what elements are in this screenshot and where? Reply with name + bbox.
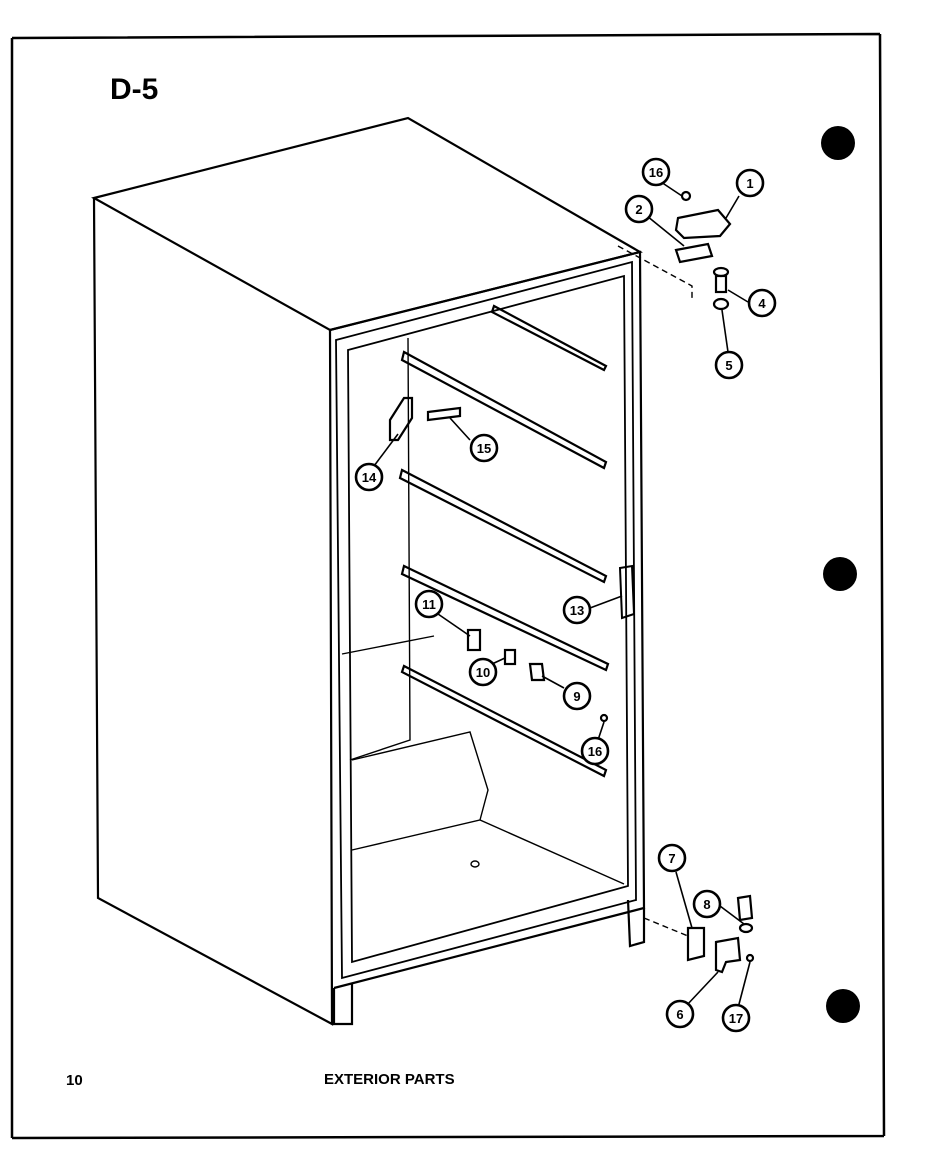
- callout-13: 13: [562, 595, 592, 625]
- part-9-stop: [528, 662, 546, 682]
- callout-6: 6: [665, 999, 695, 1029]
- callouts: 1 2 16 4 5 15 14 13 11 10 9 16 7 8 6 17: [354, 157, 777, 1033]
- part-14-bracket: [388, 396, 414, 442]
- callout-2: 2: [624, 194, 654, 224]
- callout-10: 10: [468, 657, 498, 687]
- part-5-spacer: [712, 297, 730, 311]
- binder-hole-top: [821, 126, 855, 160]
- callout-16-upper: 16: [641, 157, 671, 187]
- svg-text:8: 8: [703, 897, 710, 912]
- cabinet-base-left: [332, 984, 354, 1026]
- cabinet-base-right: [626, 899, 646, 948]
- svg-text:16: 16: [649, 165, 663, 180]
- binder-hole-middle: [823, 557, 857, 591]
- svg-text:14: 14: [362, 470, 377, 485]
- svg-text:1: 1: [746, 176, 753, 191]
- svg-text:4: 4: [758, 296, 766, 311]
- part-16-screw-lower: [599, 713, 609, 723]
- shelf-rails: [398, 304, 610, 778]
- callout-7: 7: [657, 843, 687, 873]
- cabinet-top: [91, 116, 643, 332]
- callout-5: 5: [714, 350, 744, 380]
- shelf-rail-2: [400, 350, 608, 470]
- part-4-washer: [712, 266, 730, 278]
- page-number: 10: [66, 1072, 83, 1089]
- callout-15: 15: [469, 433, 499, 463]
- part-15-clip: [426, 406, 462, 422]
- callout-14: 14: [354, 462, 384, 492]
- shelf-rail-4: [400, 564, 610, 672]
- callout-4: 4: [747, 288, 777, 318]
- refrigerator-cabinet: [91, 116, 646, 1026]
- part-11-bracket: [466, 628, 482, 652]
- svg-text:13: 13: [570, 603, 584, 618]
- part-2-hinge-shim: [674, 242, 714, 264]
- svg-text:2: 2: [635, 202, 642, 217]
- part-13-door-stop: [618, 564, 636, 620]
- cabinet-left-side: [92, 197, 334, 1026]
- binder-hole-bottom: [826, 989, 860, 1023]
- svg-text:5: 5: [725, 358, 732, 373]
- callout-17: 17: [721, 1003, 751, 1033]
- part-17-screw: [745, 953, 755, 963]
- shelf-rail-5: [400, 664, 608, 778]
- leader-lines: [373, 181, 751, 1009]
- part-10-clip: [503, 648, 517, 666]
- callout-11: 11: [414, 589, 444, 619]
- liner-opening-outer: [335, 260, 637, 980]
- part-7-hinge-shim: [686, 926, 706, 962]
- svg-text:9: 9: [573, 689, 580, 704]
- callout-1: 1: [735, 168, 765, 198]
- part-6-bottom-hinge: [714, 936, 742, 974]
- svg-text:7: 7: [668, 851, 675, 866]
- callout-16-lower: 16: [580, 736, 610, 766]
- top-hinge-assembly: [674, 190, 732, 311]
- svg-text:6: 6: [676, 1007, 683, 1022]
- page-border: [10, 32, 886, 1140]
- svg-text:10: 10: [476, 665, 490, 680]
- callout-8: 8: [692, 889, 722, 919]
- cabinet-front-frame: [329, 250, 646, 990]
- crisper-pan: [351, 731, 489, 821]
- shelf-rail-1: [490, 304, 608, 372]
- callout-9: 9: [562, 681, 592, 711]
- liner-floor: [351, 819, 625, 885]
- svg-text:16: 16: [588, 744, 602, 759]
- section-code: D-5: [110, 73, 158, 106]
- liner-back-edge: [349, 337, 411, 761]
- drain-hole: [470, 860, 480, 868]
- liner-mid-divider: [341, 635, 435, 655]
- liner-opening-inner: [347, 274, 629, 964]
- svg-text:17: 17: [729, 1011, 743, 1026]
- footer-caption: EXTERIOR PARTS: [324, 1071, 455, 1088]
- bottom-hinge-assembly: [686, 894, 755, 974]
- hinge-mount-guide: [617, 245, 693, 298]
- part-1-top-hinge: [674, 208, 732, 240]
- svg-text:15: 15: [477, 441, 491, 456]
- shelf-rail-3: [398, 468, 608, 584]
- part-8-hinge-pin: [736, 894, 754, 922]
- part-8-washer: [738, 922, 754, 934]
- part-16-screw-upper: [680, 190, 692, 202]
- bottom-hinge-guide: [643, 917, 689, 937]
- svg-text:11: 11: [422, 597, 436, 612]
- part-4-bushing: [714, 274, 728, 294]
